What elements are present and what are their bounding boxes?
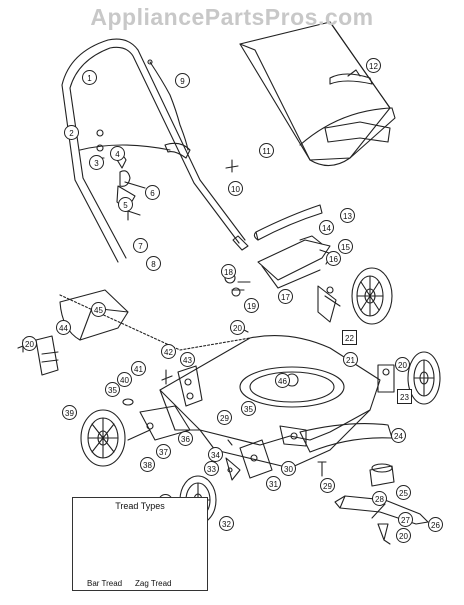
callout-13: 13 — [340, 208, 355, 223]
callout-31: 31 — [266, 476, 281, 491]
callout-35b: 35 — [241, 401, 256, 416]
callout-38: 38 — [140, 457, 155, 472]
callout-34: 34 — [208, 447, 223, 462]
callout-6: 6 — [145, 185, 160, 200]
callout-16: 16 — [326, 251, 341, 266]
callout-10: 10 — [228, 181, 243, 196]
callout-19: 19 — [244, 298, 259, 313]
callout-37: 37 — [156, 444, 171, 459]
upper-handle — [61, 38, 249, 263]
watermark: AppliancePartsPros.com — [90, 4, 374, 30]
callout-40: 40 — [117, 372, 132, 387]
callout-28: 28 — [372, 491, 387, 506]
callout-3: 3 — [89, 155, 104, 170]
callout-22: 22 — [342, 330, 357, 345]
callout-18: 18 — [221, 264, 236, 279]
callout-12: 12 — [366, 58, 381, 73]
tread-types-legend: Tread Types Bar Tread Zag Tread — [72, 497, 208, 591]
callout-44: 44 — [56, 320, 71, 335]
callout-2: 2 — [64, 125, 79, 140]
rear-wheel-right — [351, 267, 393, 325]
callout-21: 21 — [343, 352, 358, 367]
callout-42: 42 — [161, 344, 176, 359]
callout-7: 7 — [133, 238, 148, 253]
chute-bracket — [257, 235, 333, 289]
side-chute — [299, 422, 393, 453]
callout-20a: 20 — [230, 320, 245, 335]
callout-27: 27 — [398, 512, 413, 527]
callout-11: 11 — [259, 143, 274, 158]
callout-17: 17 — [278, 289, 293, 304]
callout-43: 43 — [180, 352, 195, 367]
callout-33: 33 — [204, 461, 219, 476]
callout-36: 36 — [178, 431, 193, 446]
grass-bag — [239, 21, 396, 167]
callout-29b: 29 — [320, 478, 335, 493]
legend-title: Tread Types — [115, 501, 165, 511]
callout-1: 1 — [82, 70, 97, 85]
legend-bar-tread: Bar Tread — [87, 579, 123, 588]
callout-41: 41 — [131, 361, 146, 376]
mower-blade — [334, 463, 429, 525]
callout-35a: 35 — [105, 382, 120, 397]
callout-20d: 20 — [396, 528, 411, 543]
cable-lever — [164, 142, 191, 159]
callout-32: 32 — [219, 516, 234, 531]
callout-8: 8 — [146, 256, 161, 271]
callout-46: 46 — [275, 373, 290, 388]
callout-9: 9 — [175, 73, 190, 88]
callout-26: 26 — [428, 517, 443, 532]
callout-15: 15 — [338, 239, 353, 254]
rear-wheel-left — [80, 409, 126, 467]
callout-23: 23 — [397, 389, 412, 404]
callout-45: 45 — [91, 302, 106, 317]
front-wheel-right — [407, 351, 441, 405]
rear-deflector — [35, 289, 129, 376]
callout-20b: 20 — [22, 336, 37, 351]
legend-zag-tread: Zag Tread — [135, 579, 172, 588]
callout-24: 24 — [391, 428, 406, 443]
callout-25: 25 — [396, 485, 411, 500]
callout-39: 39 — [62, 405, 77, 420]
callout-20c: 20 — [395, 357, 410, 372]
callout-5: 5 — [118, 197, 133, 212]
chute-door — [255, 204, 323, 241]
callout-29a: 29 — [217, 410, 232, 425]
callout-4: 4 — [110, 146, 125, 161]
callout-30: 30 — [281, 461, 296, 476]
callout-14: 14 — [319, 220, 334, 235]
control-cable — [149, 61, 189, 151]
